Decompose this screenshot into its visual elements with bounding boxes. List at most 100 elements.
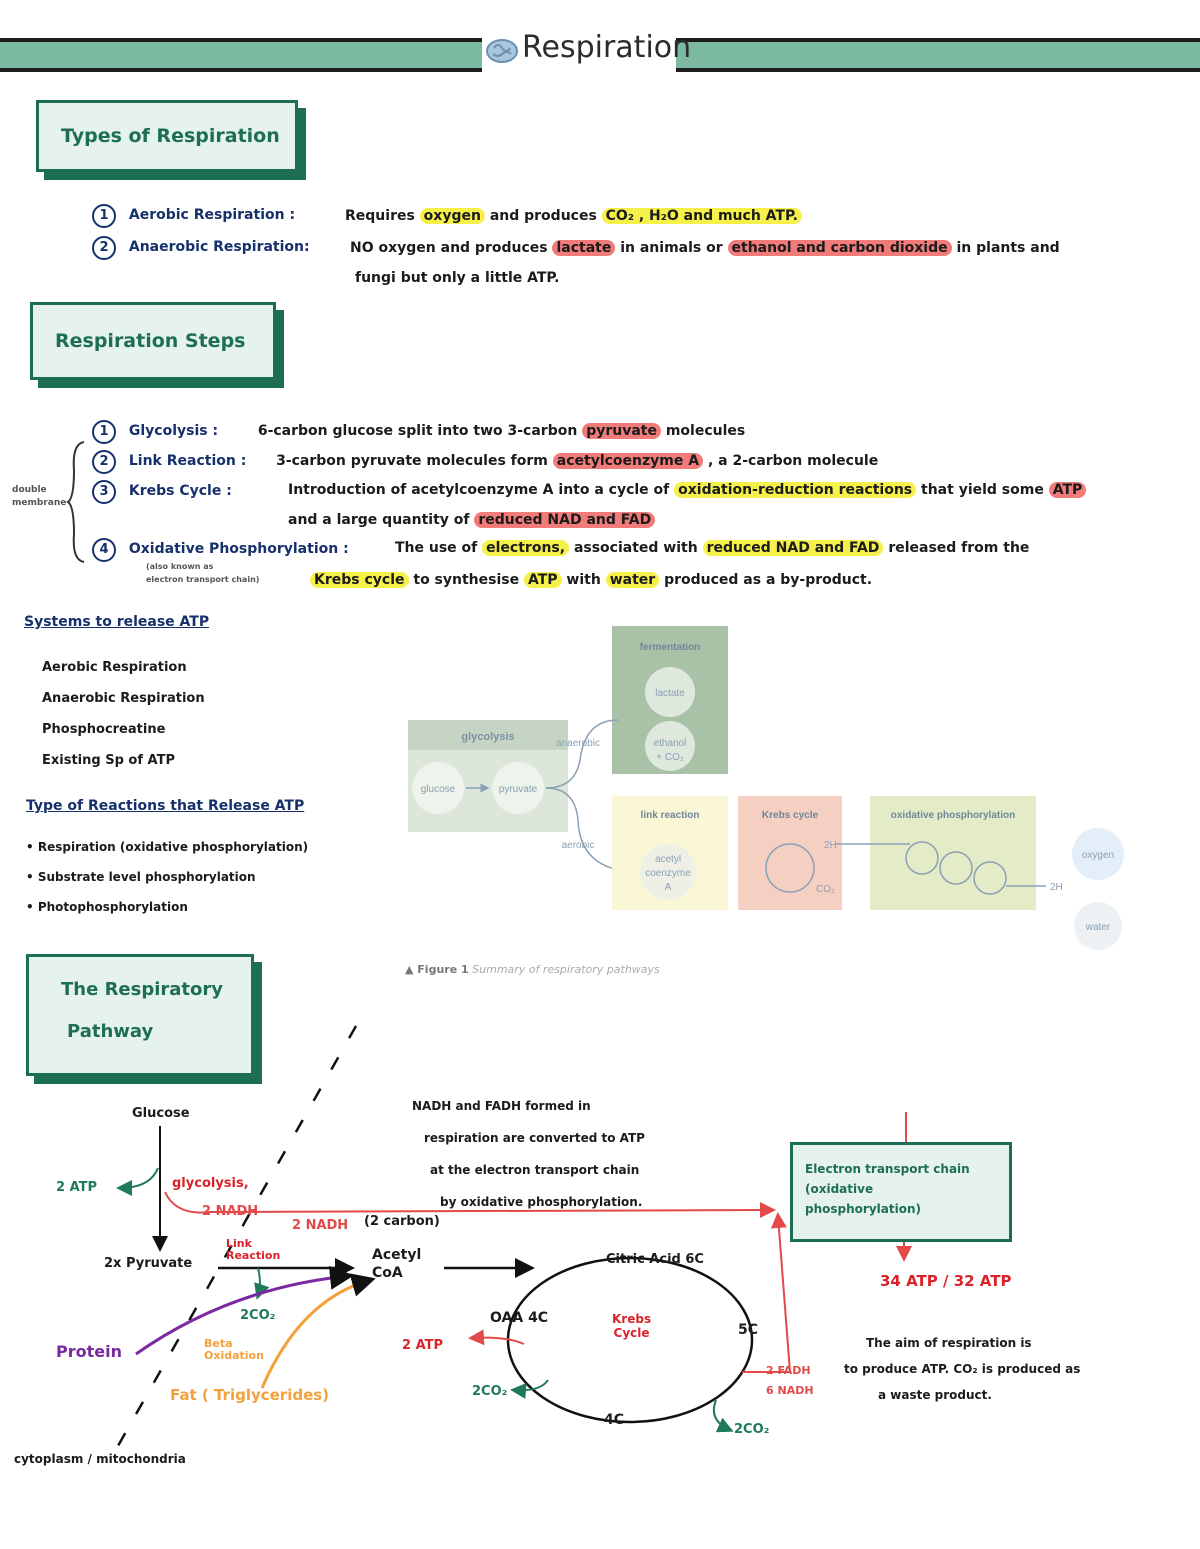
pw-atp2: 2 ATP (56, 1180, 98, 1195)
pw-acetyl: Acetyl CoA (372, 1246, 421, 1282)
num-badge: 2 (92, 236, 116, 260)
side-note-line1: double (12, 485, 47, 495)
highlight-pyruvate: pyruvate (582, 423, 661, 439)
side-note: double membrane (12, 484, 66, 510)
term: Oxidative Phosphorylation : (128, 541, 349, 557)
num-badge: 3 (92, 480, 116, 504)
pw-pyruvate: 2x Pyruvate (104, 1256, 193, 1271)
steps-heading: Respiration Steps (55, 330, 246, 352)
caption-text: Summary of respiratory pathways (472, 963, 660, 976)
highlight-atp: ATP (1048, 482, 1087, 498)
pw-co2-k2: 2CO₂ (734, 1422, 770, 1437)
step-2: 2 Link Reaction : 3-carbon pyruvate mole… (92, 450, 878, 474)
highlight-ethanol: ethanol and carbon dioxide (727, 240, 952, 256)
pw-note-line1: NADH and FADH formed in (412, 1099, 591, 1113)
desc-text: released from the (888, 540, 1030, 556)
pw-aim-line1: The aim of respiration is (866, 1336, 1032, 1350)
pw-link-line1: Link (226, 1237, 252, 1250)
highlight-reduced: reduced NAD and FAD (702, 540, 884, 556)
pw-beta-line1: Beta (204, 1337, 233, 1350)
pw-atp-krebs: 2 ATP (402, 1338, 444, 1353)
figure-caption: ▲ Figure 1 Summary of respiratory pathwa… (405, 963, 660, 976)
pathway-heading-line1: The Respiratory (61, 979, 224, 1000)
pw-nadh2-b: 2 NADH (292, 1218, 349, 1233)
types-item-1-desc: Requires oxygen and produces CO₂ , H₂O a… (345, 208, 802, 224)
glycolysis-label: glycolysis (461, 731, 514, 743)
pw-link-reaction: Link Reaction (226, 1238, 280, 1262)
pw-5c: 5C (738, 1322, 759, 1338)
step-3: 3 Krebs Cycle : (92, 480, 232, 504)
arrow-co2-release (254, 1267, 270, 1300)
arrow-atp-krebs (468, 1329, 525, 1346)
highlight-krebs: Krebs cycle (310, 572, 409, 588)
systems-item: Anaerobic Respiration (42, 691, 205, 706)
pw-protein: Protein (56, 1342, 122, 1361)
subnote-line2: electron transport chain) (146, 575, 260, 584)
pw-krebs-line2: Cycle (613, 1326, 650, 1340)
header-bar-left (0, 38, 482, 72)
figure-summary-pathways: glycolysis glucose pyruvate fermentation… (408, 626, 1124, 950)
pw-krebs: Krebs Cycle (612, 1312, 651, 1340)
arrow-co2-krebs-2 (712, 1399, 734, 1433)
pw-atp-total: 34 ATP / 32 ATP (880, 1272, 1012, 1290)
anaerobic-label: anaerobic (556, 738, 600, 749)
pw-glucose: Glucose (132, 1106, 190, 1121)
desc-text: and produces (489, 208, 597, 224)
pw-glycolysis: glycolysis, (172, 1176, 249, 1191)
acetyl-label-1: acetyl (655, 854, 681, 865)
highlight-products: CO₂ , H₂O and much ATP. (601, 208, 802, 224)
water-label: water (1085, 922, 1111, 933)
oxphos-label: oxidative phosphorylation (891, 810, 1015, 821)
step-4-desc: The use of electrons, associated with re… (395, 540, 1029, 556)
branch-anaerobic (545, 719, 619, 789)
pw-beta: Beta Oxidation (204, 1338, 264, 1362)
lactate-node (645, 667, 695, 717)
desc-text: that yield some (921, 482, 1044, 498)
systems-item: Existing Sp of ATP (42, 753, 175, 768)
steps-heading-box: Respiration Steps (30, 302, 276, 380)
types-heading-box: Types of Respiration (36, 100, 298, 172)
krebs-2h-label: 2H (824, 840, 837, 851)
reactions-item: • Photophosphorylation (26, 900, 188, 914)
systems-item: Phosphocreatine (42, 722, 166, 737)
etc-box: Electron transport chain (oxidative phos… (790, 1142, 1012, 1242)
desc-text: in plants and (956, 240, 1060, 256)
desc-text: to synthesise (413, 572, 520, 588)
num-badge: 2 (92, 450, 116, 474)
pw-aim-line2: to produce ATP. CO₂ is produced as (844, 1362, 1081, 1376)
pw-note-line2: respiration are converted to ATP (424, 1131, 645, 1145)
pw-two-carbon: (2 carbon) (364, 1214, 440, 1229)
pw-aim: The aim of respiration is to produce ATP… (844, 1330, 1080, 1408)
arrow-nadh-to-etc (164, 1191, 776, 1219)
oxygen-label: oxygen (1082, 850, 1114, 861)
oxphos-ring-3 (973, 861, 1007, 895)
types-heading: Types of Respiration (61, 125, 280, 147)
pw-beta-line2: Oxidation (204, 1349, 264, 1362)
subnote-line1: (also known as (146, 562, 214, 571)
krebs-co2-label: CO₂ (816, 884, 835, 895)
membrane-dashed-line (108, 1025, 358, 1461)
lactate-label: lactate (655, 688, 685, 699)
arrow-fat (260, 1273, 376, 1389)
ethanol-co2-label: + CO₂ (656, 752, 684, 763)
term: Glycolysis : (128, 423, 219, 439)
ethanol-label: ethanol (654, 738, 687, 749)
reactions-item: • Respiration (oxidative phosphorylation… (26, 840, 309, 854)
term: Krebs Cycle : (128, 483, 232, 499)
num-badge: 1 (92, 420, 116, 444)
oxphos-2h-label: 2H (1050, 882, 1063, 893)
glucose-node (412, 762, 464, 814)
side-note-line2: membrane (12, 498, 67, 508)
step-4-desc-line2: Krebs cycle to synthesise ATP with water… (310, 572, 872, 588)
num-badge: 4 (92, 538, 116, 562)
reactions-heading: Type of Reactions that Release ATP (26, 798, 305, 814)
desc-text: The use of (395, 540, 478, 556)
reactions-item: • Substrate level phosphorylation (26, 870, 256, 884)
desc-text: NO oxygen and produces (350, 240, 548, 256)
step-3-desc: Introduction of acetylcoenzyme A into a … (288, 482, 1087, 498)
aerobic-label: aerobic (562, 840, 595, 851)
step-4: 4 Oxidative Phosphorylation : (92, 538, 349, 562)
krebs-panel (738, 796, 842, 910)
desc-text: 3-carbon pyruvate molecules form (276, 453, 548, 469)
pyruvate-node (492, 762, 544, 814)
